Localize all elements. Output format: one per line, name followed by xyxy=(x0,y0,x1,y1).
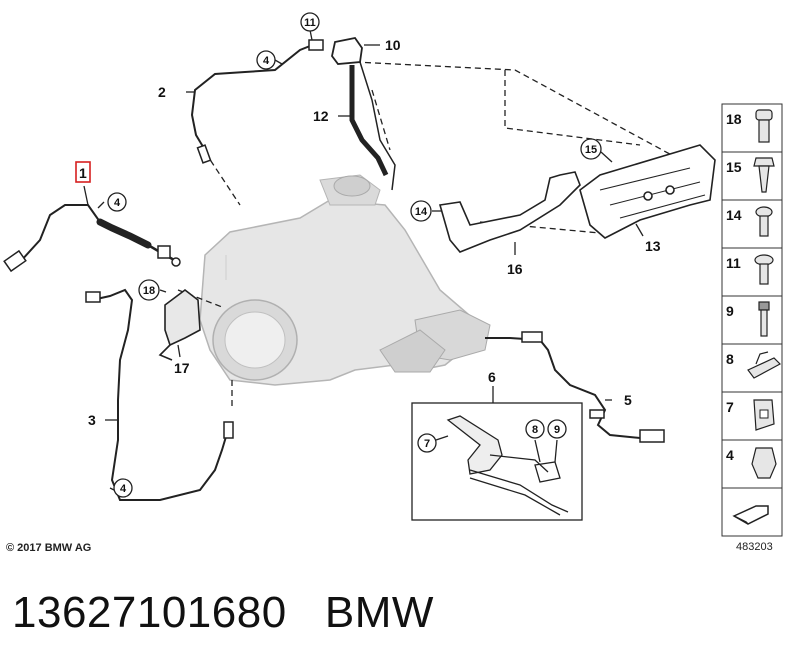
cable-clip-icon xyxy=(751,447,777,479)
legend-cell-8: 8 xyxy=(721,343,783,393)
circled-callout-4-mid: 4 xyxy=(107,192,127,212)
legend-cell-9: 9 xyxy=(721,295,783,345)
svg-text:8: 8 xyxy=(532,424,538,436)
part-number: 13627101680 xyxy=(12,588,287,637)
svg-text:4: 4 xyxy=(263,55,270,67)
flanged-screw-icon xyxy=(754,254,774,285)
leader-lines xyxy=(177,61,691,410)
bracket-17 xyxy=(158,288,201,361)
legend-label-14: 14 xyxy=(726,207,742,223)
exhaust-temperature-sensor-3 xyxy=(85,288,234,501)
callout-1: 1 xyxy=(79,165,87,181)
callout-17: 17 xyxy=(174,360,190,376)
callout-5: 5 xyxy=(624,392,632,408)
legend-cell-15: 15 xyxy=(721,151,783,201)
svg-text:9: 9 xyxy=(554,424,560,436)
brand-name: BMW xyxy=(324,588,434,637)
svg-text:7: 7 xyxy=(424,438,430,450)
fastener-legend: 18 15 14 11 9 8 7 4 xyxy=(721,103,783,537)
legend-label-7: 7 xyxy=(726,399,734,415)
circled-callout-14: 14 xyxy=(410,200,432,222)
exhaust-temperature-sensor-1 xyxy=(3,204,181,273)
torx-bolt-icon xyxy=(755,109,773,143)
svg-text:4: 4 xyxy=(120,483,127,495)
exhaust-temperature-sensor-2 xyxy=(190,39,324,164)
bracket-16 xyxy=(438,171,581,253)
pressure-sensor-10 xyxy=(331,37,396,191)
legend-cell-4: 4 xyxy=(721,439,783,489)
legend-cell-18: 18 xyxy=(721,103,783,153)
callout-3: 3 xyxy=(88,412,96,428)
copyright-text: © 2017 BMW AG xyxy=(6,542,92,554)
legend-label-11: 11 xyxy=(726,255,741,271)
circled-callout-8: 8 xyxy=(525,419,545,439)
legend-label-15: 15 xyxy=(726,159,742,175)
callout-12: 12 xyxy=(313,108,329,124)
svg-text:14: 14 xyxy=(415,206,428,218)
diagram-number: 483203 xyxy=(736,541,773,553)
circled-callouts: 11 4 4 4 14 15 18 7 xyxy=(107,12,602,498)
exhaust-gas-sensor-5 xyxy=(485,331,665,443)
long-bolt-icon xyxy=(758,301,770,337)
svg-text:11: 11 xyxy=(304,17,316,29)
circled-callout-15: 15 xyxy=(580,138,602,160)
legend-label-18: 18 xyxy=(726,111,742,127)
clip-icon xyxy=(747,351,781,379)
callout-10: 10 xyxy=(385,37,401,53)
callout-13: 13 xyxy=(645,238,661,254)
legend-cell-arrow xyxy=(721,487,783,537)
circled-callout-11: 11 xyxy=(300,12,320,32)
part-number-line: 13627101680 BMW xyxy=(12,588,434,638)
bracket-13 xyxy=(579,144,716,239)
legend-cell-11: 11 xyxy=(721,247,783,297)
highlight-box xyxy=(75,161,91,183)
legend-label-4: 4 xyxy=(726,447,734,463)
legend-label-9: 9 xyxy=(726,303,734,319)
circled-callout-9: 9 xyxy=(547,419,567,439)
circled-callout-18: 18 xyxy=(138,279,160,301)
particulate-filter xyxy=(199,174,491,386)
arrow-icon xyxy=(732,505,769,525)
callout-6: 6 xyxy=(488,369,496,385)
circled-callout-4-top: 4 xyxy=(256,50,276,70)
circled-callout-4-bottom: 4 xyxy=(113,478,133,498)
svg-text:4: 4 xyxy=(114,197,121,209)
callout-labels: 1 2 3 5 6 10 12 13 16 17 xyxy=(79,37,661,428)
circled-callout-7: 7 xyxy=(417,433,437,453)
callout-leaders xyxy=(83,29,644,493)
clip-nut-icon xyxy=(753,399,775,431)
callout-16: 16 xyxy=(507,261,523,277)
legend-cell-14: 14 xyxy=(721,199,783,249)
legend-cell-7: 7 xyxy=(721,391,783,441)
svg-text:15: 15 xyxy=(585,144,597,156)
svg-text:18: 18 xyxy=(143,285,155,297)
hex-self-tapping-screw-icon xyxy=(753,157,775,193)
torx-screw-icon xyxy=(755,206,773,237)
legend-label-8: 8 xyxy=(726,351,734,367)
callout-2: 2 xyxy=(158,84,166,100)
